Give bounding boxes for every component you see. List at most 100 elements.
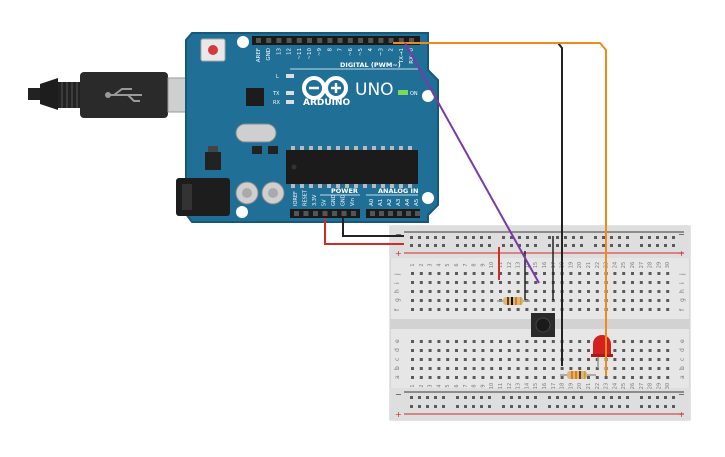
terminal-hole[interactable] (657, 376, 661, 379)
terminal-hole[interactable] (534, 340, 538, 343)
terminal-hole[interactable] (507, 367, 511, 370)
terminal-hole[interactable] (657, 340, 661, 343)
terminal-hole[interactable] (419, 367, 423, 370)
terminal-hole[interactable] (525, 272, 529, 275)
terminal-hole[interactable] (516, 349, 520, 352)
terminal-hole[interactable] (657, 349, 661, 352)
terminal-hole[interactable] (543, 299, 546, 302)
terminal-hole[interactable] (534, 272, 538, 275)
rail-hole[interactable] (502, 236, 505, 239)
terminal-hole[interactable] (455, 290, 458, 293)
terminal-hole[interactable] (534, 358, 538, 361)
terminal-hole[interactable] (534, 308, 538, 311)
rail-hole[interactable] (464, 405, 467, 408)
terminal-hole[interactable] (534, 349, 538, 352)
terminal-hole[interactable] (437, 272, 441, 275)
rail-hole[interactable] (464, 396, 467, 399)
terminal-hole[interactable] (666, 376, 670, 379)
terminal-hole[interactable] (472, 299, 476, 302)
rail-hole[interactable] (464, 236, 467, 239)
terminal-hole[interactable] (543, 290, 546, 293)
digital-pin-hole[interactable] (256, 38, 261, 43)
terminal-hole[interactable] (481, 340, 485, 343)
power-pin-hole[interactable] (303, 211, 309, 216)
terminal-hole[interactable] (639, 299, 643, 302)
terminal-hole[interactable] (419, 349, 423, 352)
terminal-hole[interactable] (648, 272, 652, 275)
rail-hole[interactable] (480, 236, 483, 239)
terminal-hole[interactable] (516, 281, 520, 284)
terminal-hole[interactable] (534, 290, 538, 293)
rail-hole[interactable] (456, 405, 459, 408)
rail-hole[interactable] (526, 244, 529, 247)
terminal-hole[interactable] (437, 349, 441, 352)
rail-hole[interactable] (672, 244, 675, 247)
rail-hole[interactable] (526, 236, 529, 239)
terminal-hole[interactable] (543, 281, 546, 284)
rail-hole[interactable] (664, 396, 667, 399)
terminal-hole[interactable] (569, 349, 573, 352)
rail-hole[interactable] (534, 236, 537, 239)
terminal-hole[interactable] (455, 358, 458, 361)
terminal-hole[interactable] (543, 340, 546, 343)
rail-hole[interactable] (672, 236, 675, 239)
analog-pin-hole[interactable] (388, 211, 393, 216)
terminal-hole[interactable] (578, 367, 582, 370)
digital-pin-hole[interactable] (378, 38, 384, 43)
wire-5v-red[interactable] (324, 218, 404, 245)
terminal-hole[interactable] (622, 272, 626, 275)
terminal-hole[interactable] (666, 281, 670, 284)
terminal-hole[interactable] (631, 272, 634, 275)
digital-pin-hole[interactable] (409, 38, 414, 43)
terminal-hole[interactable] (525, 308, 529, 311)
terminal-hole[interactable] (648, 376, 652, 379)
rail-hole[interactable] (556, 236, 559, 239)
terminal-hole[interactable] (481, 299, 485, 302)
terminal-hole[interactable] (481, 290, 485, 293)
rail-hole[interactable] (442, 236, 445, 239)
terminal-hole[interactable] (437, 358, 441, 361)
terminal-hole[interactable] (428, 272, 432, 275)
terminal-hole[interactable] (613, 308, 617, 311)
terminal-hole[interactable] (455, 299, 458, 302)
terminal-hole[interactable] (463, 290, 467, 293)
terminal-hole[interactable] (428, 358, 432, 361)
rail-hole[interactable] (480, 396, 483, 399)
digital-pin-hole[interactable] (296, 38, 302, 43)
terminal-hole[interactable] (648, 340, 652, 343)
resistor-top[interactable] (497, 297, 530, 305)
terminal-hole[interactable] (595, 281, 599, 284)
terminal-hole[interactable] (613, 358, 617, 361)
rail-hole[interactable] (602, 405, 605, 408)
terminal-hole[interactable] (613, 349, 617, 352)
terminal-hole[interactable] (613, 367, 617, 370)
terminal-hole[interactable] (499, 290, 502, 293)
terminal-hole[interactable] (578, 340, 582, 343)
rail-hole[interactable] (610, 405, 613, 408)
rail-hole[interactable] (410, 244, 413, 247)
rail-hole[interactable] (442, 396, 445, 399)
terminal-hole[interactable] (551, 299, 555, 302)
rail-hole[interactable] (426, 405, 429, 408)
terminal-hole[interactable] (472, 308, 476, 311)
analog-pin-hole[interactable] (379, 211, 384, 216)
wire-pin-to-button-purple[interactable] (404, 42, 540, 284)
rail-hole[interactable] (656, 244, 659, 247)
digital-pin-hole[interactable] (347, 38, 353, 43)
terminal-hole[interactable] (578, 358, 582, 361)
rail-hole[interactable] (610, 396, 613, 399)
terminal-hole[interactable] (666, 272, 670, 275)
power-pin-hole[interactable] (351, 211, 356, 216)
terminal-hole[interactable] (587, 281, 590, 284)
terminal-hole[interactable] (613, 299, 617, 302)
terminal-hole[interactable] (657, 358, 661, 361)
rail-hole[interactable] (572, 236, 575, 239)
power-pin-hole[interactable] (341, 211, 347, 216)
terminal-hole[interactable] (463, 308, 467, 311)
rail-hole[interactable] (442, 405, 445, 408)
rail-hole[interactable] (518, 244, 521, 247)
terminal-hole[interactable] (507, 308, 511, 311)
digital-pin-hole[interactable] (388, 38, 394, 43)
terminal-hole[interactable] (534, 281, 538, 284)
